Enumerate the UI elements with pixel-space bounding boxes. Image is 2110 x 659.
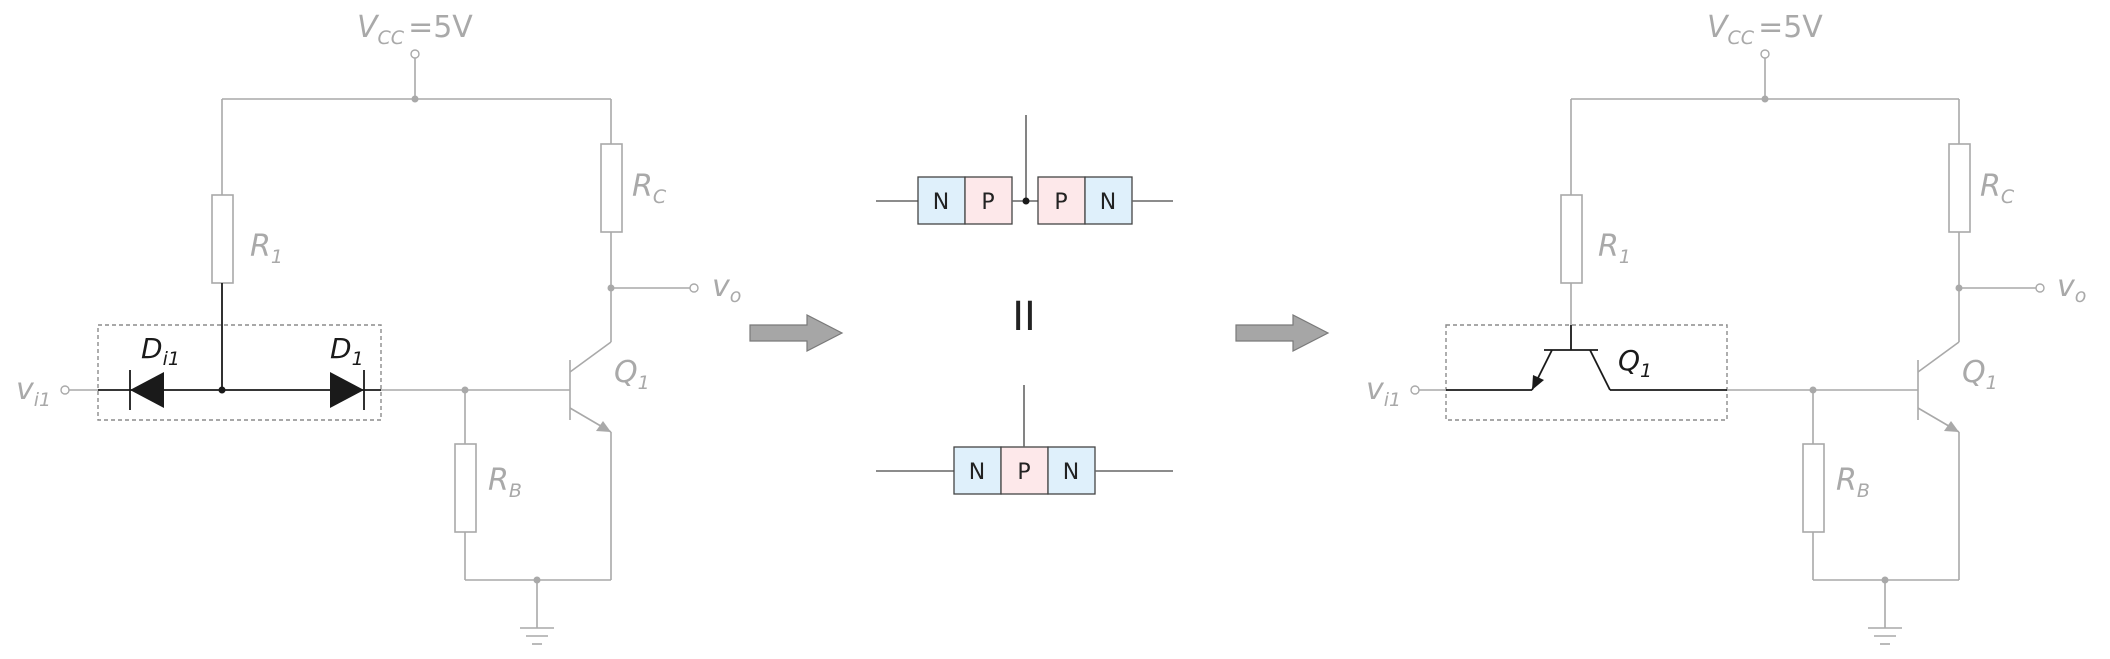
right-r1-label: R1 bbox=[1598, 229, 1631, 268]
left-vcc-terminal bbox=[410, 49, 420, 59]
left-q1-emitter-arrow bbox=[596, 421, 611, 432]
left-r1-label: R1 bbox=[250, 229, 283, 268]
left-q1-collector bbox=[569, 341, 612, 373]
left-vo-terminal bbox=[689, 283, 699, 293]
right-vo-terminal bbox=[2035, 283, 2045, 293]
left-q1-label: Q1 bbox=[614, 355, 650, 394]
right-vcc-node bbox=[1761, 95, 1769, 103]
left-di1-label: Di1 bbox=[141, 332, 180, 370]
left-d1-label: D1 bbox=[330, 332, 364, 370]
mid-bottom-cell-1 bbox=[953, 446, 1002, 495]
left-vi-terminal bbox=[60, 385, 70, 395]
mid-bottom-cell-2 bbox=[1000, 446, 1049, 495]
right-rb-label: RB bbox=[1836, 463, 1870, 502]
right-circuit: VCC=5V R1 RC vo vi1 Q1 bbox=[1366, 10, 2086, 645]
right-r1-resistor bbox=[1560, 194, 1583, 284]
mid-top-cell-1-text: N bbox=[933, 190, 949, 215]
mid-bottom-cell-3 bbox=[1047, 446, 1096, 495]
mid-equals-symbol: II bbox=[1012, 294, 1036, 340]
mid-top-cell-2 bbox=[964, 176, 1013, 225]
mid-bottom-cell-3-text: N bbox=[1063, 460, 1079, 485]
left-vo-label: vo bbox=[712, 269, 741, 307]
left-r1-resistor bbox=[211, 194, 234, 284]
left-d1-diode bbox=[330, 372, 364, 408]
right-q1-label: Q1 bbox=[1962, 355, 1998, 394]
right-vcc-label: VCC=5V bbox=[1707, 10, 1823, 49]
mid-top-cell-4-text: N bbox=[1100, 190, 1116, 215]
left-rb-resistor bbox=[454, 443, 477, 533]
mid-top-cell-3 bbox=[1037, 176, 1086, 225]
right-rc-label: RC bbox=[1980, 169, 2015, 208]
middle-equivalence: N P P N II N P N bbox=[876, 115, 1173, 495]
mid-top-cell-4 bbox=[1084, 176, 1133, 225]
left-rb-label: RB bbox=[488, 463, 522, 502]
left-diode-box bbox=[97, 324, 382, 421]
mid-top-cell-1 bbox=[917, 176, 966, 225]
right-vo-label: vo bbox=[2057, 269, 2086, 307]
right-rb-resistor bbox=[1802, 443, 1825, 533]
left-di1-diode bbox=[130, 372, 164, 408]
right-qin-label: Q1 bbox=[1618, 344, 1652, 382]
right-q1-emitter-arrow bbox=[1944, 421, 1959, 432]
right-vi-terminal bbox=[1410, 385, 1420, 395]
right-qin-collector bbox=[1589, 349, 1611, 391]
mid-top-cell-2-text: P bbox=[981, 190, 994, 215]
left-circuit: VCC=5V R1 RC vo vi1 Di1 bbox=[16, 10, 741, 645]
mid-bottom-cell-2-text: P bbox=[1017, 460, 1030, 485]
mid-top-cell-3-text: P bbox=[1054, 190, 1067, 215]
mid-bottom-cell-1-text: N bbox=[969, 460, 985, 485]
right-vi-label: vi1 bbox=[1366, 372, 1401, 411]
mid-top-node bbox=[1022, 197, 1030, 205]
left-diode-node bbox=[218, 386, 226, 394]
right-q1-collector bbox=[1917, 341, 1960, 373]
left-vi-label: vi1 bbox=[16, 372, 51, 411]
left-rc-label: RC bbox=[632, 169, 667, 208]
arrow-left bbox=[749, 314, 844, 352]
right-vcc-terminal bbox=[1760, 49, 1770, 59]
right-rc-resistor bbox=[1948, 143, 1971, 233]
arrow-right bbox=[1235, 314, 1330, 352]
left-vcc-node bbox=[411, 95, 419, 103]
right-qin-emitter-arrow bbox=[1532, 375, 1544, 390]
right-transistor-box bbox=[1445, 324, 1728, 421]
left-vcc-label: VCC=5V bbox=[357, 10, 473, 49]
left-rc-resistor bbox=[600, 143, 623, 233]
